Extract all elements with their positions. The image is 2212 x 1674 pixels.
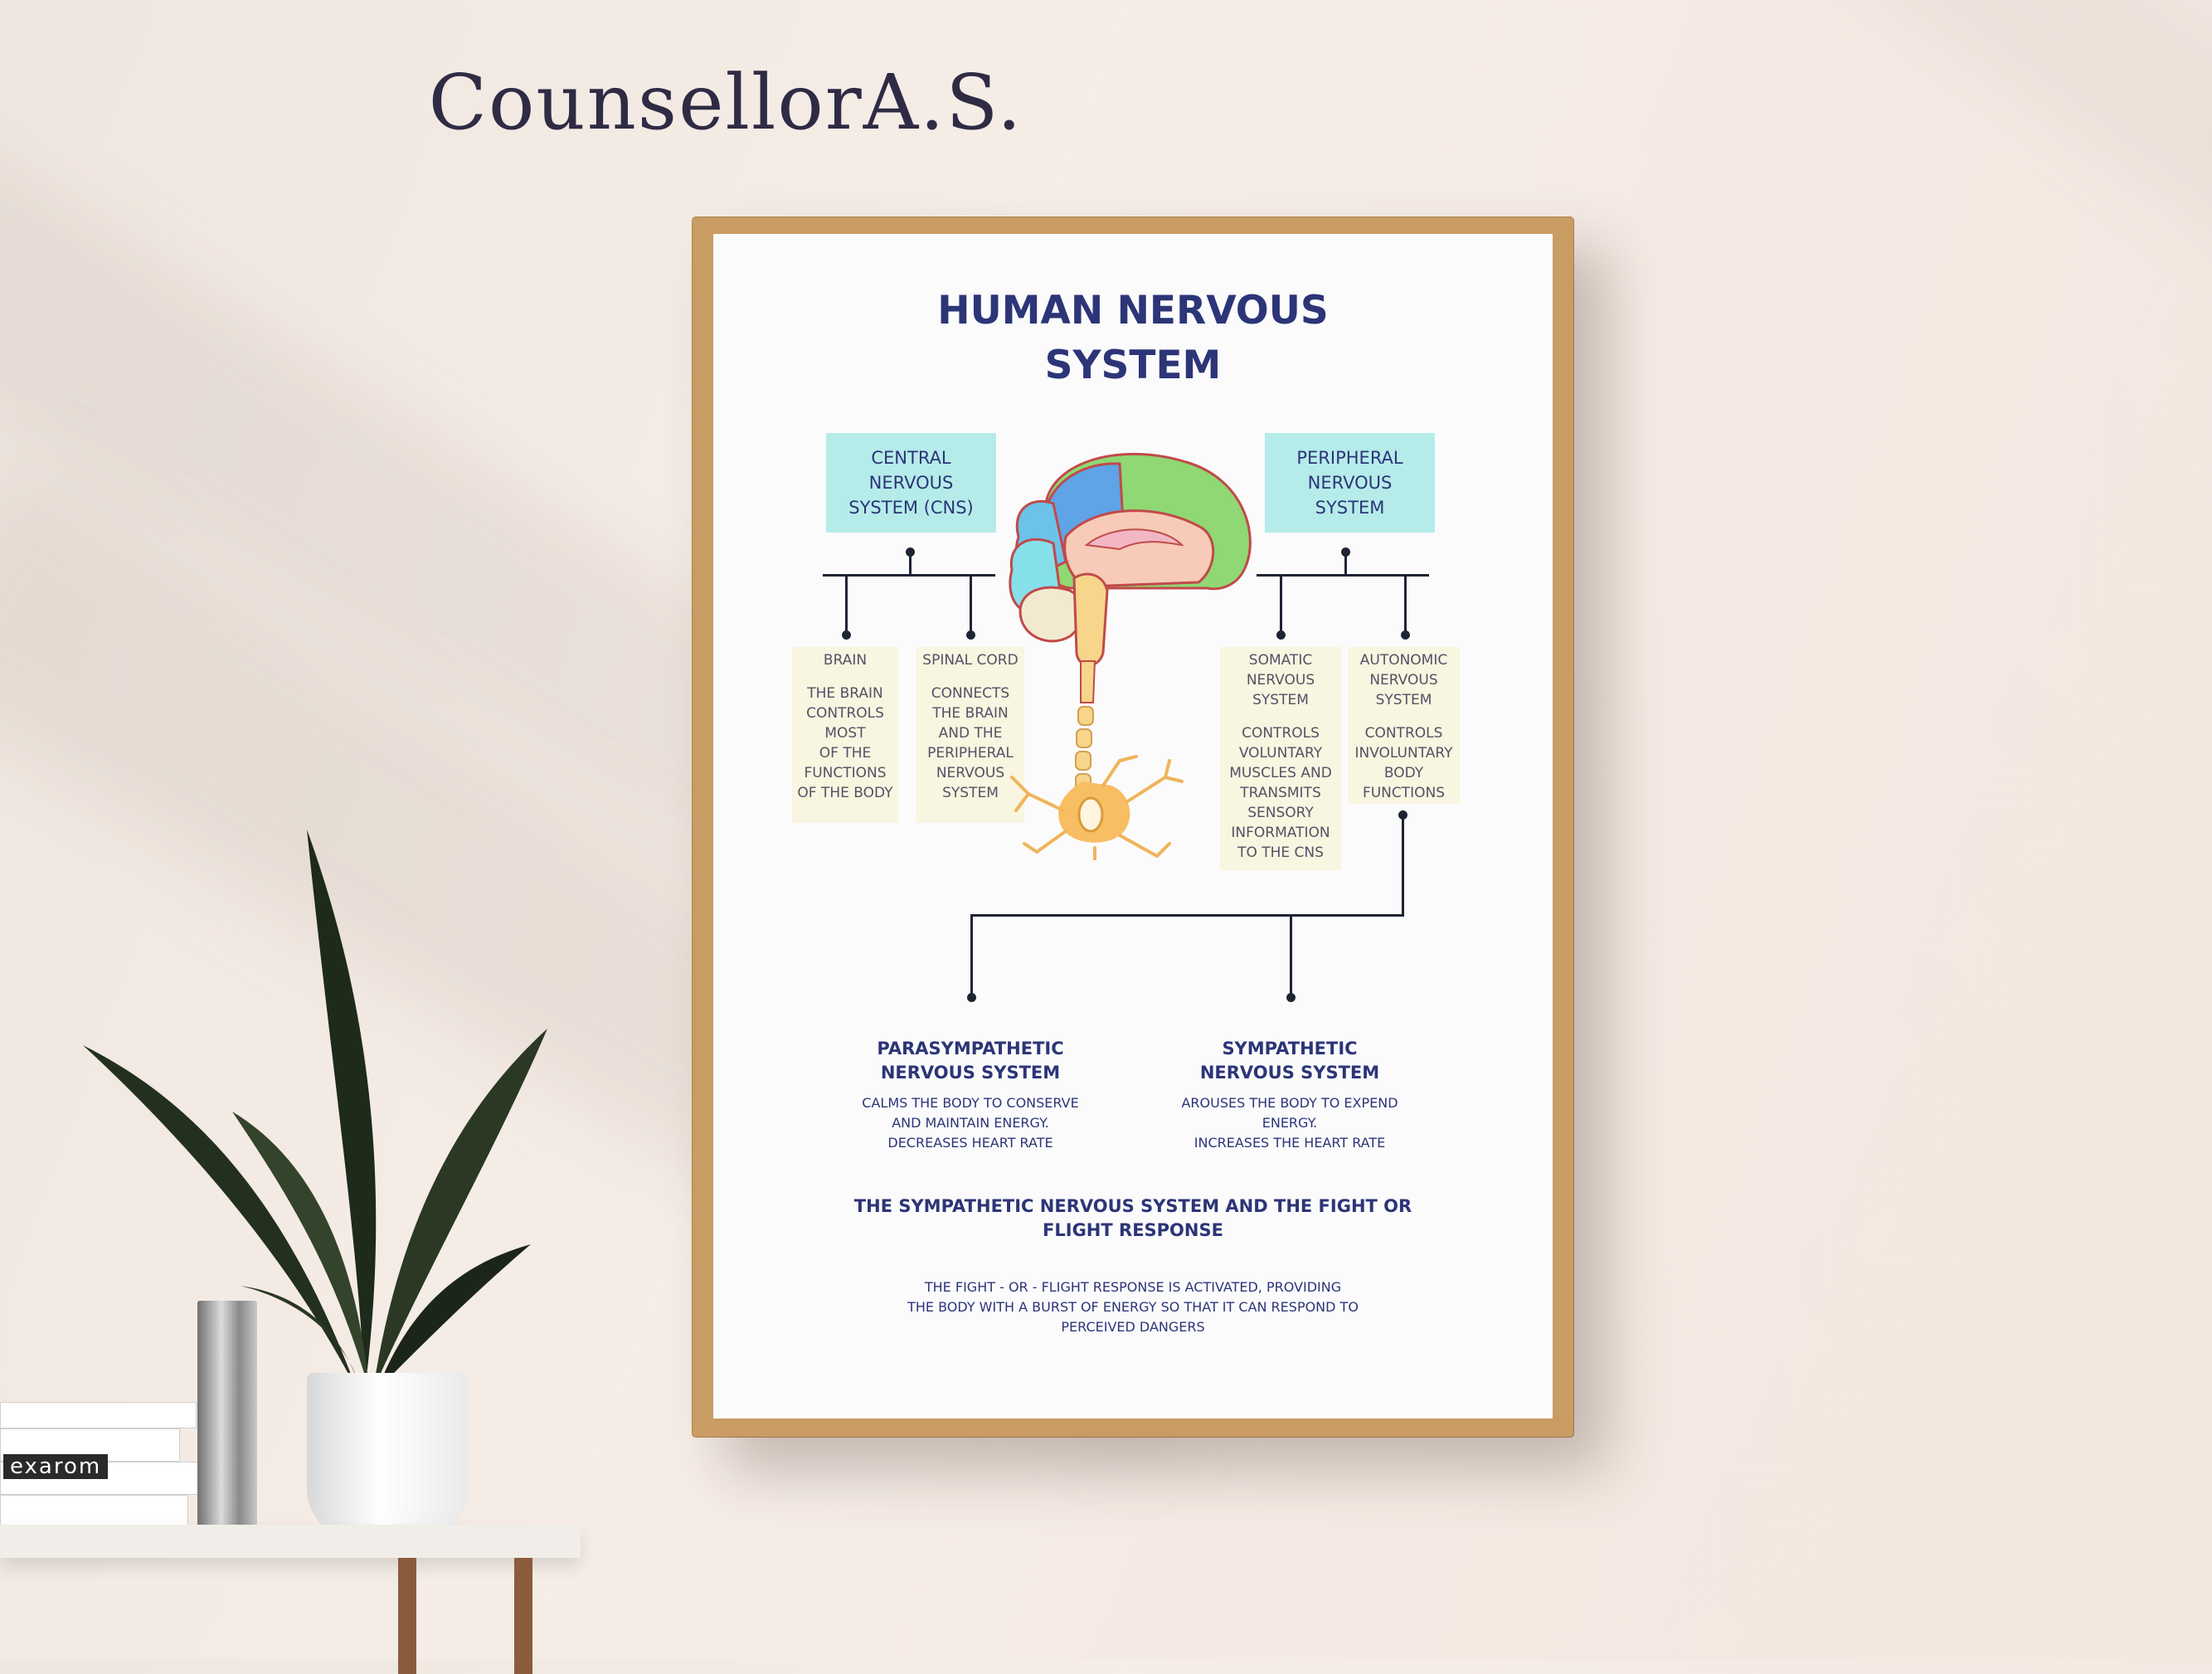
connector-line (1404, 574, 1407, 634)
pns-line: SYSTEM (1315, 498, 1385, 518)
connector-line (823, 574, 995, 577)
brain-text: CONTROLS (806, 705, 884, 722)
connector-dot (842, 630, 851, 640)
autonomic-text: CONTROLS (1364, 725, 1443, 742)
autonomic-box: AUTONOMIC NERVOUS SYSTEM CONTROLS INVOLU… (1348, 647, 1460, 804)
sympathetic-text: AROUSES THE BODY TO EXPEND (1181, 1095, 1398, 1111)
spinal-cord-text: CONNECTS (931, 685, 1010, 702)
light-shadow (1611, 0, 2212, 330)
table-leg (398, 1558, 416, 1674)
sympathetic-heading: NERVOUS SYSTEM (1199, 1063, 1380, 1083)
cns-line: CENTRAL (871, 448, 951, 468)
cns-line: NERVOUS (868, 473, 954, 493)
cns-box: CENTRAL NERVOUS SYSTEM (CNS) (826, 433, 996, 533)
side-table (0, 1525, 581, 1558)
brain-text: FUNCTIONS (804, 765, 887, 781)
fight-title-line: FLIGHT RESPONSE (1043, 1220, 1223, 1240)
parasympathetic-text: AND MAINTAIN ENERGY. (892, 1115, 1049, 1131)
title-line: SYSTEM (1044, 343, 1222, 388)
brain-text: OF THE BODY (797, 785, 893, 801)
somatic-box: SOMATIC NERVOUS SYSTEM CONTROLS VOLUNTAR… (1220, 647, 1341, 870)
spinal-cord-heading: SPINAL CORD (922, 652, 1018, 669)
somatic-heading: SOMATIC (1248, 652, 1313, 669)
parasympathetic-heading: PARASYMPATHETIC (877, 1039, 1064, 1058)
parasympathetic-block: PARASYMPATHETIC NERVOUS SYSTEM CALMS THE… (842, 1037, 1099, 1153)
autonomic-heading: AUTONOMIC (1359, 652, 1448, 669)
fight-flight-description: THE FIGHT - OR - FLIGHT RESPONSE IS ACTI… (713, 1277, 1553, 1337)
parasympathetic-heading: NERVOUS SYSTEM (880, 1063, 1061, 1083)
sympathetic-text: ENERGY. (1262, 1115, 1318, 1131)
somatic-text: SENSORY (1247, 805, 1314, 821)
connector-dot (967, 993, 976, 1002)
somatic-heading: SYSTEM (1252, 692, 1309, 708)
connector-line (1344, 552, 1347, 577)
spinal-cord-text: NERVOUS (936, 765, 1005, 781)
sympathetic-text: INCREASES THE HEART RATE (1194, 1135, 1386, 1151)
somatic-text: TO THE CNS (1237, 844, 1324, 861)
fight-desc-line: THE BODY WITH A BURST OF ENERGY SO THAT … (907, 1299, 1359, 1315)
table-leg (514, 1558, 532, 1674)
connector-dot (1276, 630, 1286, 640)
autonomic-heading: SYSTEM (1375, 692, 1432, 708)
autonomic-text: FUNCTIONS (1362, 785, 1446, 801)
somatic-text: VOLUNTARY (1238, 745, 1323, 762)
autonomic-text: INVOLUNTARY (1354, 745, 1453, 762)
spinal-cord-text: AND THE (938, 725, 1003, 742)
title-line: HUMAN NERVOUS (937, 288, 1329, 333)
somatic-text: CONTROLS (1242, 725, 1320, 742)
pns-box: PERIPHERAL NERVOUS SYSTEM (1265, 433, 1435, 533)
connector-dot (966, 630, 975, 640)
poster: HUMAN NERVOUS SYSTEM CENTRAL NERVOUS SYS… (713, 234, 1553, 1419)
fight-title-line: THE SYMPATHETIC NERVOUS SYSTEM AND THE F… (853, 1196, 1412, 1216)
pns-line: PERIPHERAL (1296, 448, 1403, 468)
plant-leaves (83, 830, 547, 1389)
parasympathetic-text: DECREASES HEART RATE (887, 1135, 1053, 1151)
spinal-cord-text: PERIPHERAL (927, 745, 1014, 762)
sympathetic-block: SYMPATHETIC NERVOUS SYSTEM AROUSES THE B… (1157, 1037, 1422, 1153)
brain-text: THE BRAIN (807, 685, 883, 702)
fight-desc-line: PERCEIVED DANGERS (1061, 1319, 1205, 1335)
connector-line (970, 574, 972, 634)
sympathetic-heading: SYMPATHETIC (1222, 1039, 1358, 1058)
brain-heading: BRAIN (823, 652, 868, 669)
brain-text: OF THE (819, 745, 872, 762)
brain-illustration (1009, 452, 1252, 860)
somatic-text: INFORMATION (1231, 825, 1330, 841)
connector-dot (1286, 993, 1296, 1002)
autonomic-heading: NERVOUS (1369, 672, 1438, 689)
brand-logo-text: CounsellorA.S. (428, 58, 1023, 147)
book-spine-label: exarom (3, 1454, 109, 1479)
connector-line (1402, 815, 1404, 916)
connector-line (909, 552, 912, 577)
brain-text: MOST (824, 725, 866, 742)
connector-line (970, 914, 973, 997)
plant-pot (307, 1373, 469, 1539)
spinal-cord-box: SPINAL CORD CONNECTS THE BRAIN AND THE P… (916, 647, 1024, 823)
connector-line (970, 914, 1404, 917)
spinal-cord-text: THE BRAIN (932, 705, 1009, 722)
brain-box: BRAIN THE BRAIN CONTROLS MOST OF THE FUN… (792, 647, 898, 823)
spinal-cord-text: SYSTEM (942, 785, 999, 801)
pns-line: NERVOUS (1307, 473, 1393, 493)
fight-flight-title: THE SYMPATHETIC NERVOUS SYSTEM AND THE F… (713, 1195, 1553, 1243)
autonomic-text: BODY (1383, 765, 1424, 781)
poster-title: HUMAN NERVOUS SYSTEM (713, 284, 1553, 393)
connector-line (1257, 574, 1429, 577)
connector-line (845, 574, 848, 634)
somatic-heading: NERVOUS (1246, 672, 1315, 689)
somatic-text: TRANSMITS (1240, 785, 1321, 801)
fight-desc-line: THE FIGHT - OR - FLIGHT RESPONSE IS ACTI… (924, 1279, 1342, 1295)
metal-vase (197, 1301, 257, 1541)
parasympathetic-text: CALMS THE BODY TO CONSERVE (862, 1095, 1079, 1111)
connector-line (1280, 574, 1282, 634)
cns-line: SYSTEM (CNS) (848, 498, 974, 518)
somatic-text: MUSCLES AND (1229, 765, 1332, 781)
connector-line (1290, 914, 1292, 997)
connector-dot (1401, 630, 1410, 640)
